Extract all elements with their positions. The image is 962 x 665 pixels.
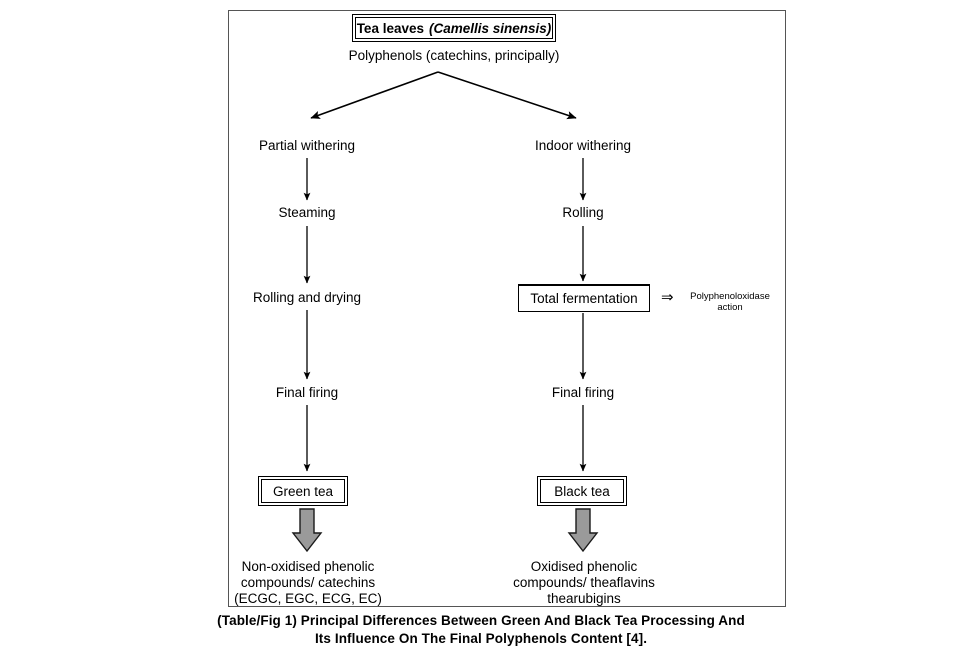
black-tea-label: Black tea xyxy=(540,479,624,503)
node-tea-leaves-box: Tea leaves (Camellis sinensis) xyxy=(352,14,556,42)
annotation-line-2: action xyxy=(717,302,743,313)
node-right-outcome: Oxidised phenolic compounds/ theaflavins… xyxy=(494,559,674,607)
caption-line-1: (Table/Fig 1) Principal Differences Betw… xyxy=(217,613,745,628)
caption-line-2: Its Influence On The Final Polyphenols C… xyxy=(314,631,648,646)
left-outcome-line-3: (ECGC, EGC, ECG, EC) xyxy=(234,591,382,606)
right-outcome-line-1: Oxidised phenolic xyxy=(530,559,638,574)
total-fermentation-label: Total fermentation xyxy=(530,291,638,306)
node-green-tea-box: Green tea xyxy=(258,476,348,506)
figure-caption: (Table/Fig 1) Principal Differences Betw… xyxy=(181,612,781,648)
tea-leaves-label: Tea leaves xyxy=(356,20,424,36)
node-indoor-withering: Indoor withering xyxy=(534,138,632,153)
double-right-arrow-icon: ⇒ xyxy=(661,289,674,306)
node-rolling-and-drying: Rolling and drying xyxy=(252,290,362,305)
node-polyphenols-subtitle: Polyphenols (catechins, principally) xyxy=(348,48,560,63)
left-outcome-line-2: compounds/ catechins xyxy=(240,575,376,590)
green-tea-label: Green tea xyxy=(261,479,345,503)
annotation-line-1: Polyphenoloxidase xyxy=(690,291,770,302)
node-total-fermentation-box: Total fermentation xyxy=(518,284,650,312)
right-outcome-line-3: thearubigins xyxy=(547,591,621,606)
left-outcome-line-1: Non-oxidised phenolic xyxy=(241,559,375,574)
node-steaming: Steaming xyxy=(278,205,336,220)
node-black-tea-box: Black tea xyxy=(537,476,627,506)
right-outcome-line-2: compounds/ theaflavins xyxy=(513,575,655,590)
node-final-firing-left: Final firing xyxy=(275,385,339,400)
node-rolling: Rolling xyxy=(562,205,604,220)
node-polyphenoloxidase-annotation: Polyphenoloxidase action xyxy=(678,291,782,313)
node-partial-withering: Partial withering xyxy=(258,138,356,153)
tea-leaves-species-label: (Camellis sinensis) xyxy=(429,20,552,36)
node-final-firing-right: Final firing xyxy=(551,385,615,400)
node-left-outcome: Non-oxidised phenolic compounds/ catechi… xyxy=(222,559,394,607)
